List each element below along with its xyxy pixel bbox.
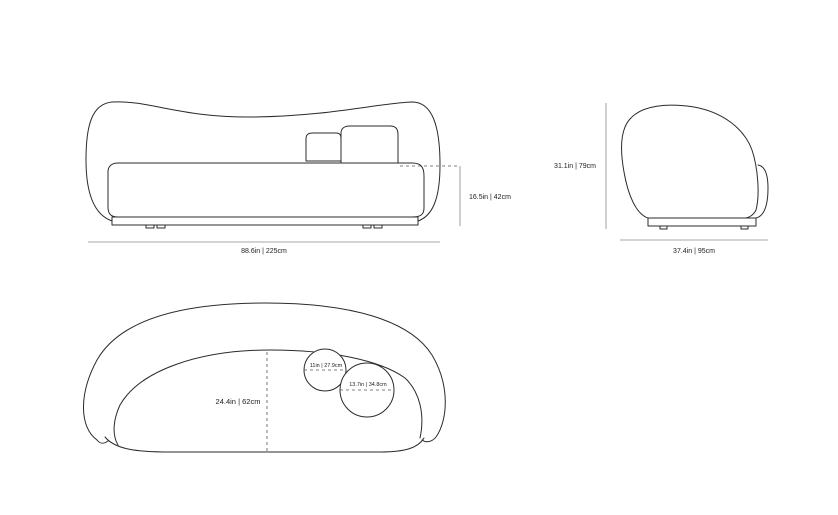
side-body-outline bbox=[621, 104, 759, 219]
top-seat-front bbox=[104, 436, 425, 453]
front-foot bbox=[373, 224, 383, 229]
front-right-pillow bbox=[340, 125, 399, 164]
large-pillow-label: 13.7in | 34.8cm bbox=[349, 382, 387, 388]
top-inner-arc bbox=[113, 349, 423, 446]
front-foot bbox=[145, 224, 155, 229]
depth-label: 37.4in | 95cm bbox=[673, 248, 715, 255]
overall-height-label: 31.1in | 79cm bbox=[554, 163, 596, 170]
front-foot bbox=[156, 224, 166, 229]
front-backrest-outline bbox=[85, 101, 441, 222]
seat-depth-label: 24.4in | 62cm bbox=[216, 397, 261, 406]
top-outer-outline bbox=[83, 302, 446, 443]
front-foot bbox=[362, 224, 372, 229]
small-pillow-label: 11in | 27.9cm bbox=[310, 363, 343, 369]
front-width-label: 88.6in | 225cm bbox=[241, 248, 287, 255]
front-base-plinth bbox=[111, 216, 419, 226]
front-view: 88.6in | 225cm 16.5in | 42cm bbox=[85, 101, 511, 255]
top-view: 24.4in | 62cm 11in | 27.9cm 13.7in | 34.… bbox=[83, 302, 446, 453]
side-view: 31.1in | 79cm 37.4in | 95cm bbox=[554, 103, 769, 255]
side-base-plinth bbox=[647, 217, 757, 227]
front-left-pillow bbox=[305, 132, 342, 162]
side-back-cushion bbox=[755, 164, 769, 219]
top-left-arm-end bbox=[96, 439, 109, 444]
seat-height-label: 16.5in | 42cm bbox=[469, 194, 511, 201]
side-foot bbox=[740, 225, 749, 230]
front-seat-cushion bbox=[107, 162, 425, 218]
side-foot bbox=[659, 225, 668, 230]
